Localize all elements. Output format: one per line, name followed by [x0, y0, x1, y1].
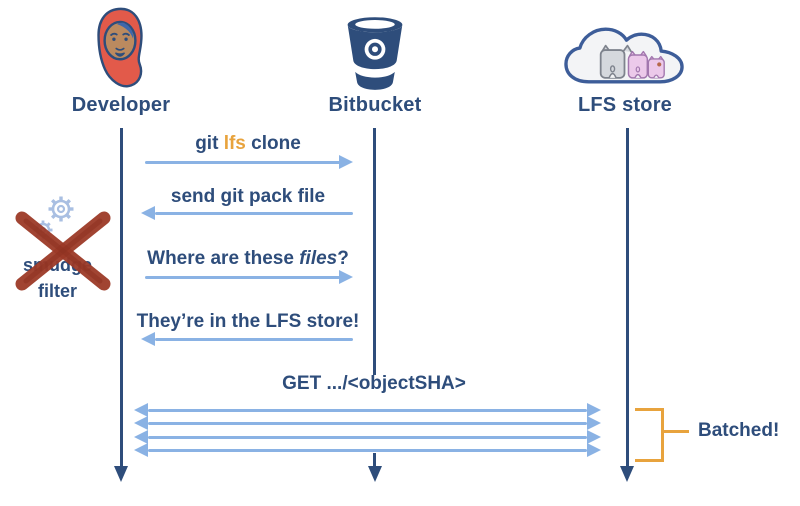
lifeline-developer	[119, 128, 123, 466]
arrow-where-are-these-files-head-icon	[339, 270, 353, 284]
lifeline-bitbucket-upper	[373, 128, 376, 375]
message-label-get-object-sha: GET .../<objectSHA>	[282, 373, 466, 394]
batched-bracket	[635, 408, 664, 462]
arrow-get-1-left-head-icon	[134, 403, 148, 417]
arrow-get-1	[148, 409, 587, 412]
arrow-get-2-right-head-icon	[587, 416, 601, 430]
arrow-theyre-in-lfs-store	[155, 338, 353, 341]
arrow-git-lfs-clone	[145, 161, 340, 164]
message-label-git-lfs-clone: git lfs clone	[195, 133, 301, 154]
arrow-get-2-left-head-icon	[134, 416, 148, 430]
arrow-get-1-right-head-icon	[587, 403, 601, 417]
smudge-filter-label-line2: filter	[37, 281, 77, 301]
arrow-get-3	[148, 436, 587, 439]
arrow-get-3-left-head-icon	[134, 430, 148, 444]
message-label-where-are-these-files: Where are these files?	[147, 248, 349, 269]
arrow-git-lfs-clone-head-icon	[339, 155, 353, 169]
arrow-get-4-right-head-icon	[587, 443, 601, 457]
message-label-send-git-pack-file: send git pack file	[170, 186, 326, 207]
actor-label-lfs-store: LFS store	[577, 94, 673, 116]
lifeline-lfs-arrowhead-icon	[620, 466, 634, 482]
arrow-get-4	[148, 449, 587, 452]
lifeline-lfs-store	[625, 128, 629, 466]
batched-bracket-tick	[661, 430, 689, 433]
bitbucket-bucket-icon	[347, 17, 403, 90]
arrow-theyre-in-lfs-store-head-icon	[141, 332, 155, 346]
lifeline-developer-arrowhead-icon	[114, 466, 128, 482]
actor-label-bitbucket: Bitbucket	[328, 94, 422, 116]
red-x-icon	[15, 211, 111, 291]
arrow-get-4-left-head-icon	[134, 443, 148, 457]
actor-label-developer: Developer	[71, 94, 171, 116]
arrow-get-3-right-head-icon	[587, 430, 601, 444]
message-label-theyre-in-lfs-store: They’re in the LFS store!	[136, 311, 360, 332]
arrow-where-are-these-files	[145, 276, 340, 279]
arrow-send-git-pack-file-head-icon	[141, 206, 155, 220]
arrow-get-2	[148, 422, 587, 425]
lifeline-bitbucket-stub	[373, 453, 376, 466]
lfs-store-cloud-icon	[564, 27, 684, 84]
arrow-send-git-pack-file	[155, 212, 353, 215]
developer-avatar-icon	[97, 7, 143, 88]
lifeline-bitbucket-arrowhead-icon	[367, 466, 382, 482]
batched-label: Batched!	[698, 420, 780, 441]
